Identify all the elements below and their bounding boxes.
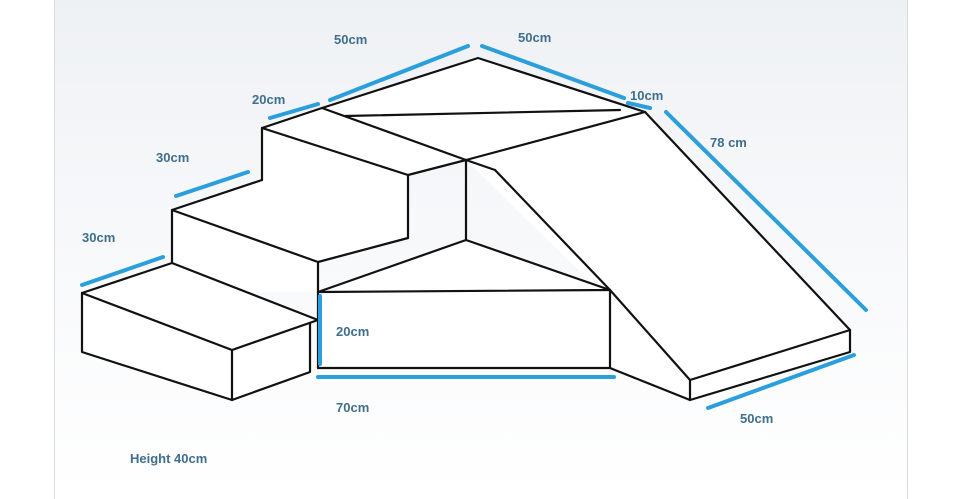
slide-bottom-edge [608, 288, 852, 402]
dim-line-top-right [480, 44, 626, 100]
step-2-back-edge [316, 236, 410, 264]
label-front-block-height: 20cm [336, 324, 369, 339]
dim-line-middle-step [174, 170, 250, 198]
step-1-front-edge [80, 291, 234, 402]
label-slide-length: 78 cm [710, 135, 747, 150]
dim-line-top-step [268, 102, 320, 120]
label-bottom-step-depth: 30cm [82, 230, 115, 245]
slide-side-face [610, 290, 850, 400]
dim-line-slide-length [664, 110, 868, 312]
label-top-right-width: 50cm [518, 30, 551, 45]
step-1-front-face [82, 293, 232, 400]
slide-top-edge [464, 158, 497, 172]
dimension-labels: 50cm 50cm 20cm 10cm 78 cm 30cm 30cm 20cm… [82, 30, 773, 466]
label-top-left-width: 50cm [334, 32, 367, 47]
top-divider-edge [343, 108, 622, 118]
triangle-block-top-edge [316, 238, 612, 294]
label-slide-width: 50cm [740, 411, 773, 426]
label-front-block-length: 70cm [336, 400, 369, 415]
block-faces [82, 58, 850, 400]
dim-line-slide-width [706, 353, 856, 410]
height-note: Height 40cm [130, 451, 207, 466]
label-lip-depth: 10cm [630, 88, 663, 103]
dimension-lines [80, 44, 868, 410]
slide-left-edge [493, 168, 612, 292]
slide-right-edge [643, 110, 852, 332]
step-3-back-edge [406, 158, 468, 177]
dim-line-bottom-step [80, 255, 165, 287]
top-platform-face [322, 58, 645, 160]
step-1-side-edge [230, 321, 312, 402]
triangle-block-face [318, 240, 610, 368]
dim-line-lip [626, 101, 652, 110]
slide-surface-face [466, 112, 850, 380]
block-edges [80, 56, 852, 402]
dim-line-top-left [328, 44, 470, 102]
label-middle-step-depth: 30cm [156, 150, 189, 165]
step-2-face [172, 180, 408, 292]
slide-base-edge [608, 366, 692, 402]
label-top-step-depth: 20cm [252, 92, 285, 107]
